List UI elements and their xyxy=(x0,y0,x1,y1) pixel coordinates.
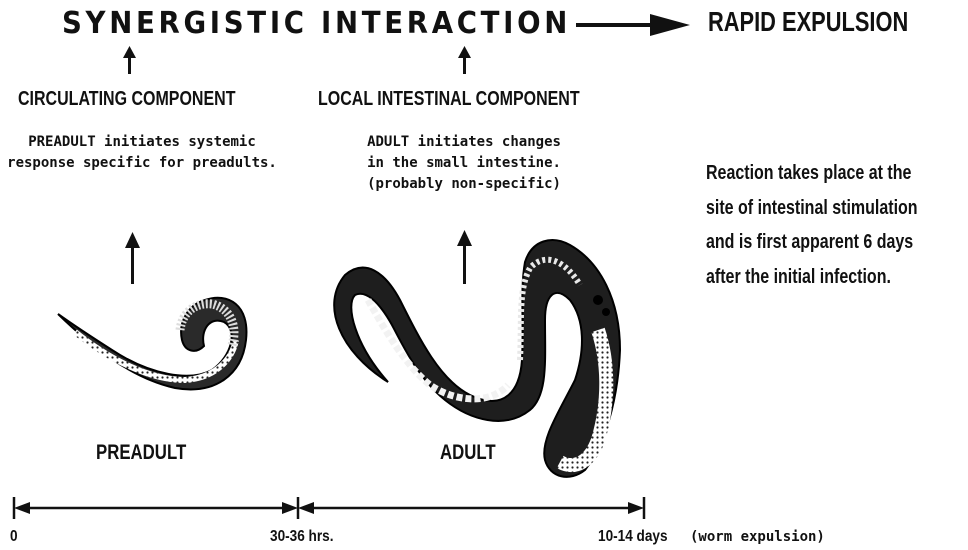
arrow-up-circulating-top xyxy=(123,46,136,74)
arrow-up-adult xyxy=(457,230,472,284)
arrow-to-rapid-expulsion xyxy=(576,14,690,36)
arrow-up-local-top xyxy=(458,46,471,74)
preadult-worm-illustration xyxy=(58,298,246,390)
timeline-axis xyxy=(14,497,644,519)
adult-worm-illustration xyxy=(334,240,620,477)
arrow-up-preadult xyxy=(125,232,140,284)
